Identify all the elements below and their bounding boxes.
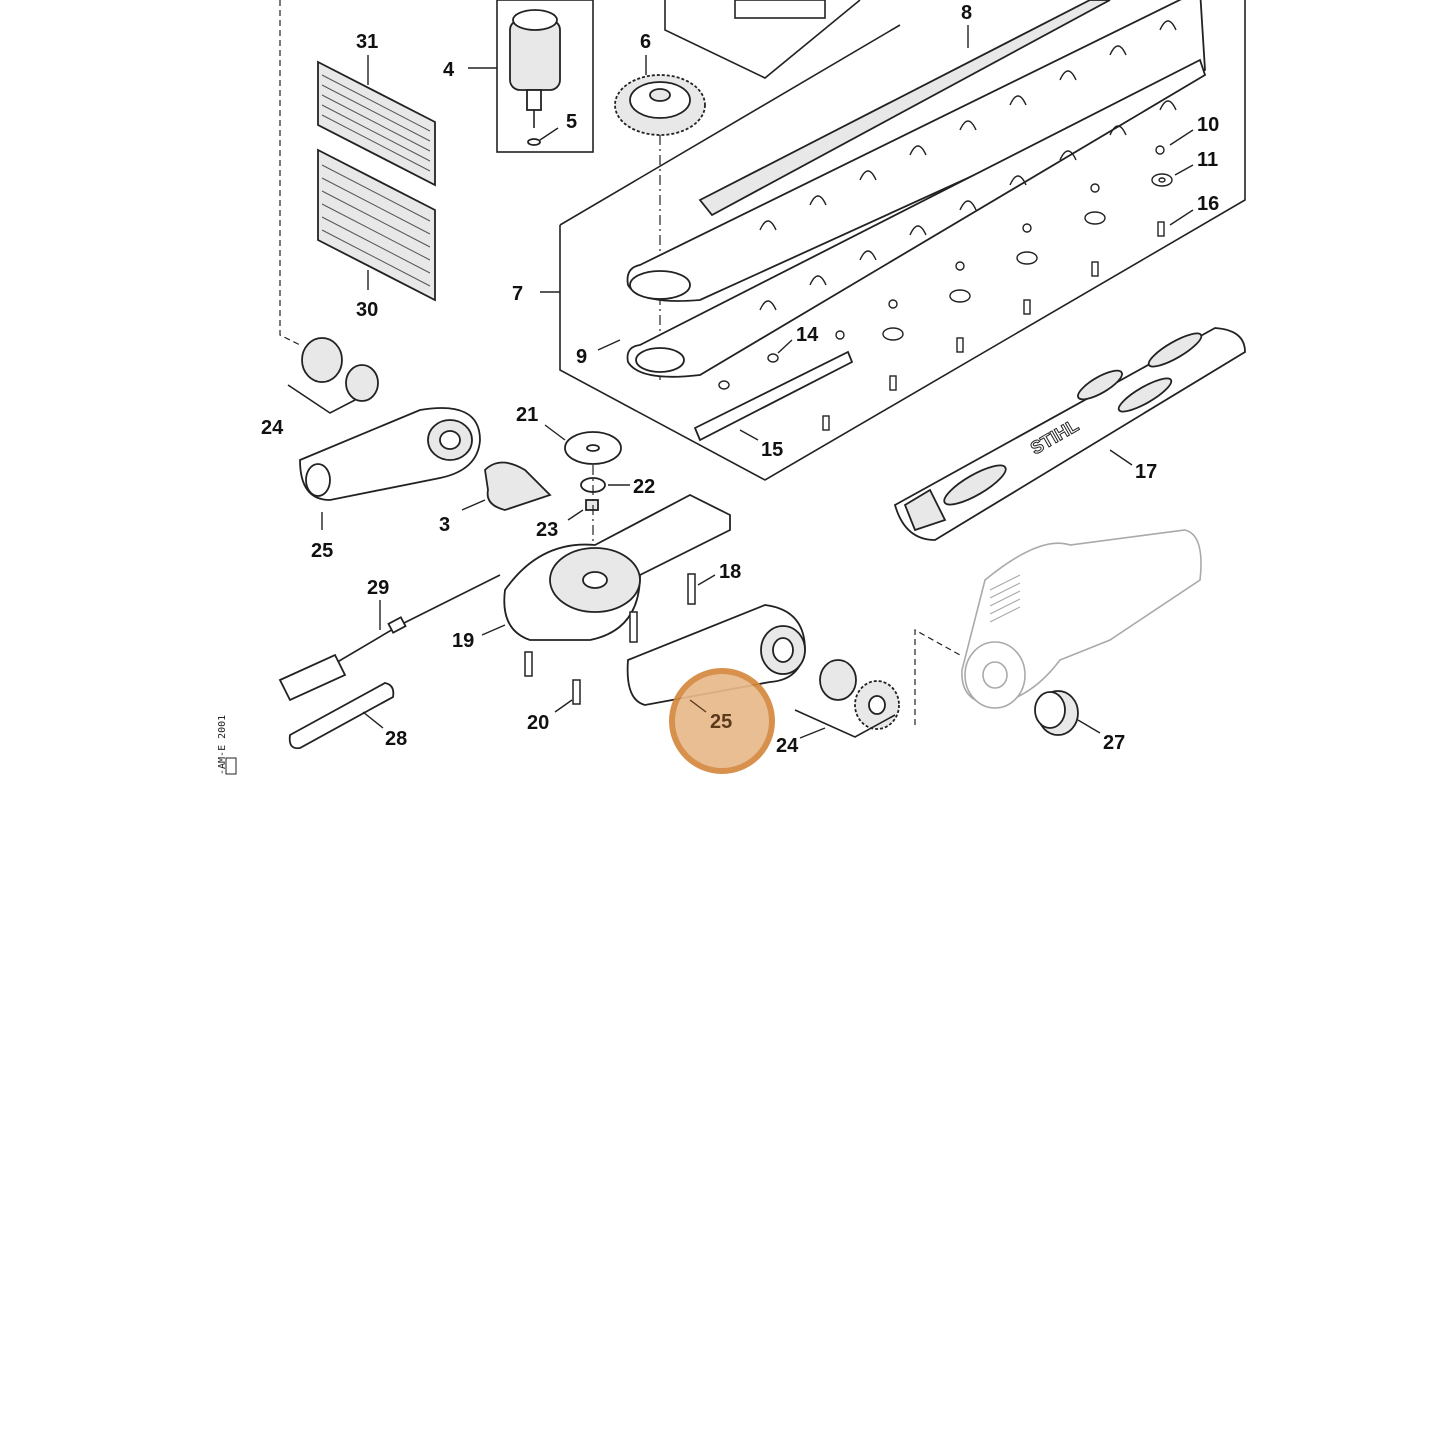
part-label: 10 <box>1197 114 1219 136</box>
part-label: 24 <box>261 417 284 439</box>
part-label: 3 <box>439 514 450 536</box>
part-label: 30 <box>356 299 378 321</box>
part-label: 7 <box>512 283 523 305</box>
screws-lower <box>524 573 696 705</box>
drawing-code: -AM-E 2001 <box>217 715 237 775</box>
gear-housing <box>503 493 731 641</box>
cable-part <box>278 574 501 702</box>
part-label: 5 <box>566 111 577 133</box>
part-label: 27 <box>1103 732 1125 754</box>
cutting-blades <box>626 0 1207 378</box>
tool-body <box>961 529 1202 709</box>
right-gears <box>794 659 900 738</box>
bar-part <box>693 350 854 442</box>
washer-group <box>564 431 622 580</box>
part-label: 19 <box>452 630 474 652</box>
part-label: 8 <box>961 2 972 24</box>
highlight-marker[interactable]: 25 <box>669 668 775 774</box>
part-label: 18 <box>719 561 741 583</box>
right-housing <box>626 604 806 706</box>
part-label: 31 <box>356 31 378 53</box>
screws-and-washers <box>718 145 1173 431</box>
part-label: 23 <box>536 519 558 541</box>
tube-part <box>288 682 395 750</box>
part-label: 29 <box>367 577 389 599</box>
clip-part <box>484 461 552 511</box>
part-label: 16 <box>1197 193 1219 215</box>
drawing-code-text: -AM-E 2001 <box>217 715 228 775</box>
part-label: 22 <box>633 476 655 498</box>
part-label: 21 <box>516 404 538 426</box>
blade-assembly-frame <box>559 0 1246 481</box>
part-label: 20 <box>527 712 549 734</box>
part-labels: 31 4 6 8 5 10 11 16 7 30 14 9 24 21 15 1… <box>261 2 1219 757</box>
leader-lines <box>321 25 1194 739</box>
highlight-label: 25 <box>710 711 732 733</box>
part-label: 25 <box>311 540 333 562</box>
part-label: 17 <box>1135 461 1157 483</box>
part-label: 11 <box>1197 149 1218 171</box>
part-label: 6 <box>640 31 651 53</box>
blade-cover: STIHL <box>893 327 1246 541</box>
decal-sheets <box>317 60 436 302</box>
left-housing <box>287 337 481 501</box>
part-label: 28 <box>385 728 407 750</box>
cap-part <box>1034 690 1079 736</box>
part-label: 14 <box>796 324 819 346</box>
part-label: 24 <box>776 735 799 757</box>
part-label: 9 <box>576 346 587 368</box>
part-label: 15 <box>761 439 783 461</box>
part-label: 4 <box>443 59 455 81</box>
motor-part <box>496 0 594 153</box>
